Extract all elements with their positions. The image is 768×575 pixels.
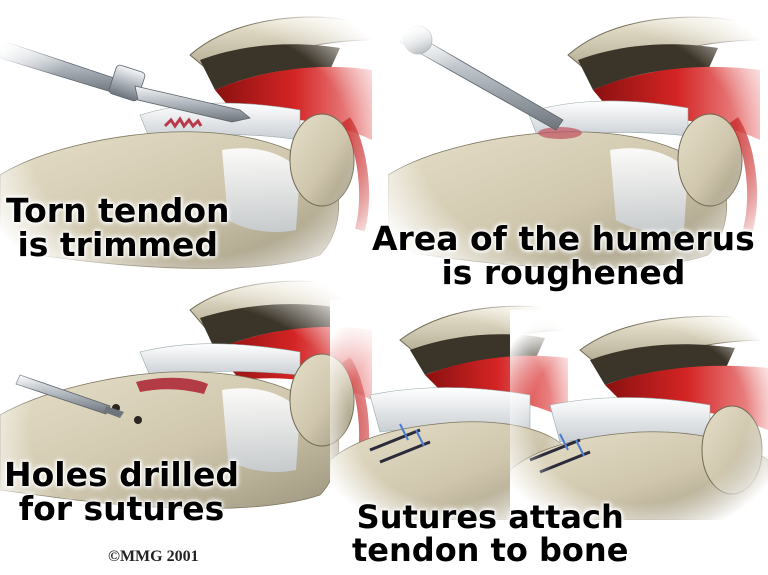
panel-sutures-tied-b — [510, 310, 768, 520]
caption-step-3-line-2: for sutures — [4, 492, 239, 526]
caption-step-2-line-1: Area of the humerus — [372, 222, 755, 256]
caption-step-1-line-2: is trimmed — [6, 228, 230, 262]
caption-step-2: Area of the humerus is roughened — [372, 222, 755, 289]
caption-step-3-line-1: Holes drilled — [4, 458, 239, 492]
caption-step-3: Holes drilled for sutures — [4, 458, 239, 525]
panel-holes-drilled — [0, 280, 380, 575]
caption-step-4-line-1: Sutures attach — [352, 501, 628, 534]
caption-step-1: Torn tendon is trimmed — [6, 194, 230, 261]
caption-step-2-line-2: is roughened — [372, 256, 755, 290]
caption-step-4: Sutures attach tendon to bone — [352, 501, 628, 566]
copyright-notice: ©MMG 2001 — [108, 548, 199, 566]
caption-step-1-line-1: Torn tendon — [6, 194, 230, 228]
caption-step-4-line-2: tendon to bone — [352, 534, 628, 567]
